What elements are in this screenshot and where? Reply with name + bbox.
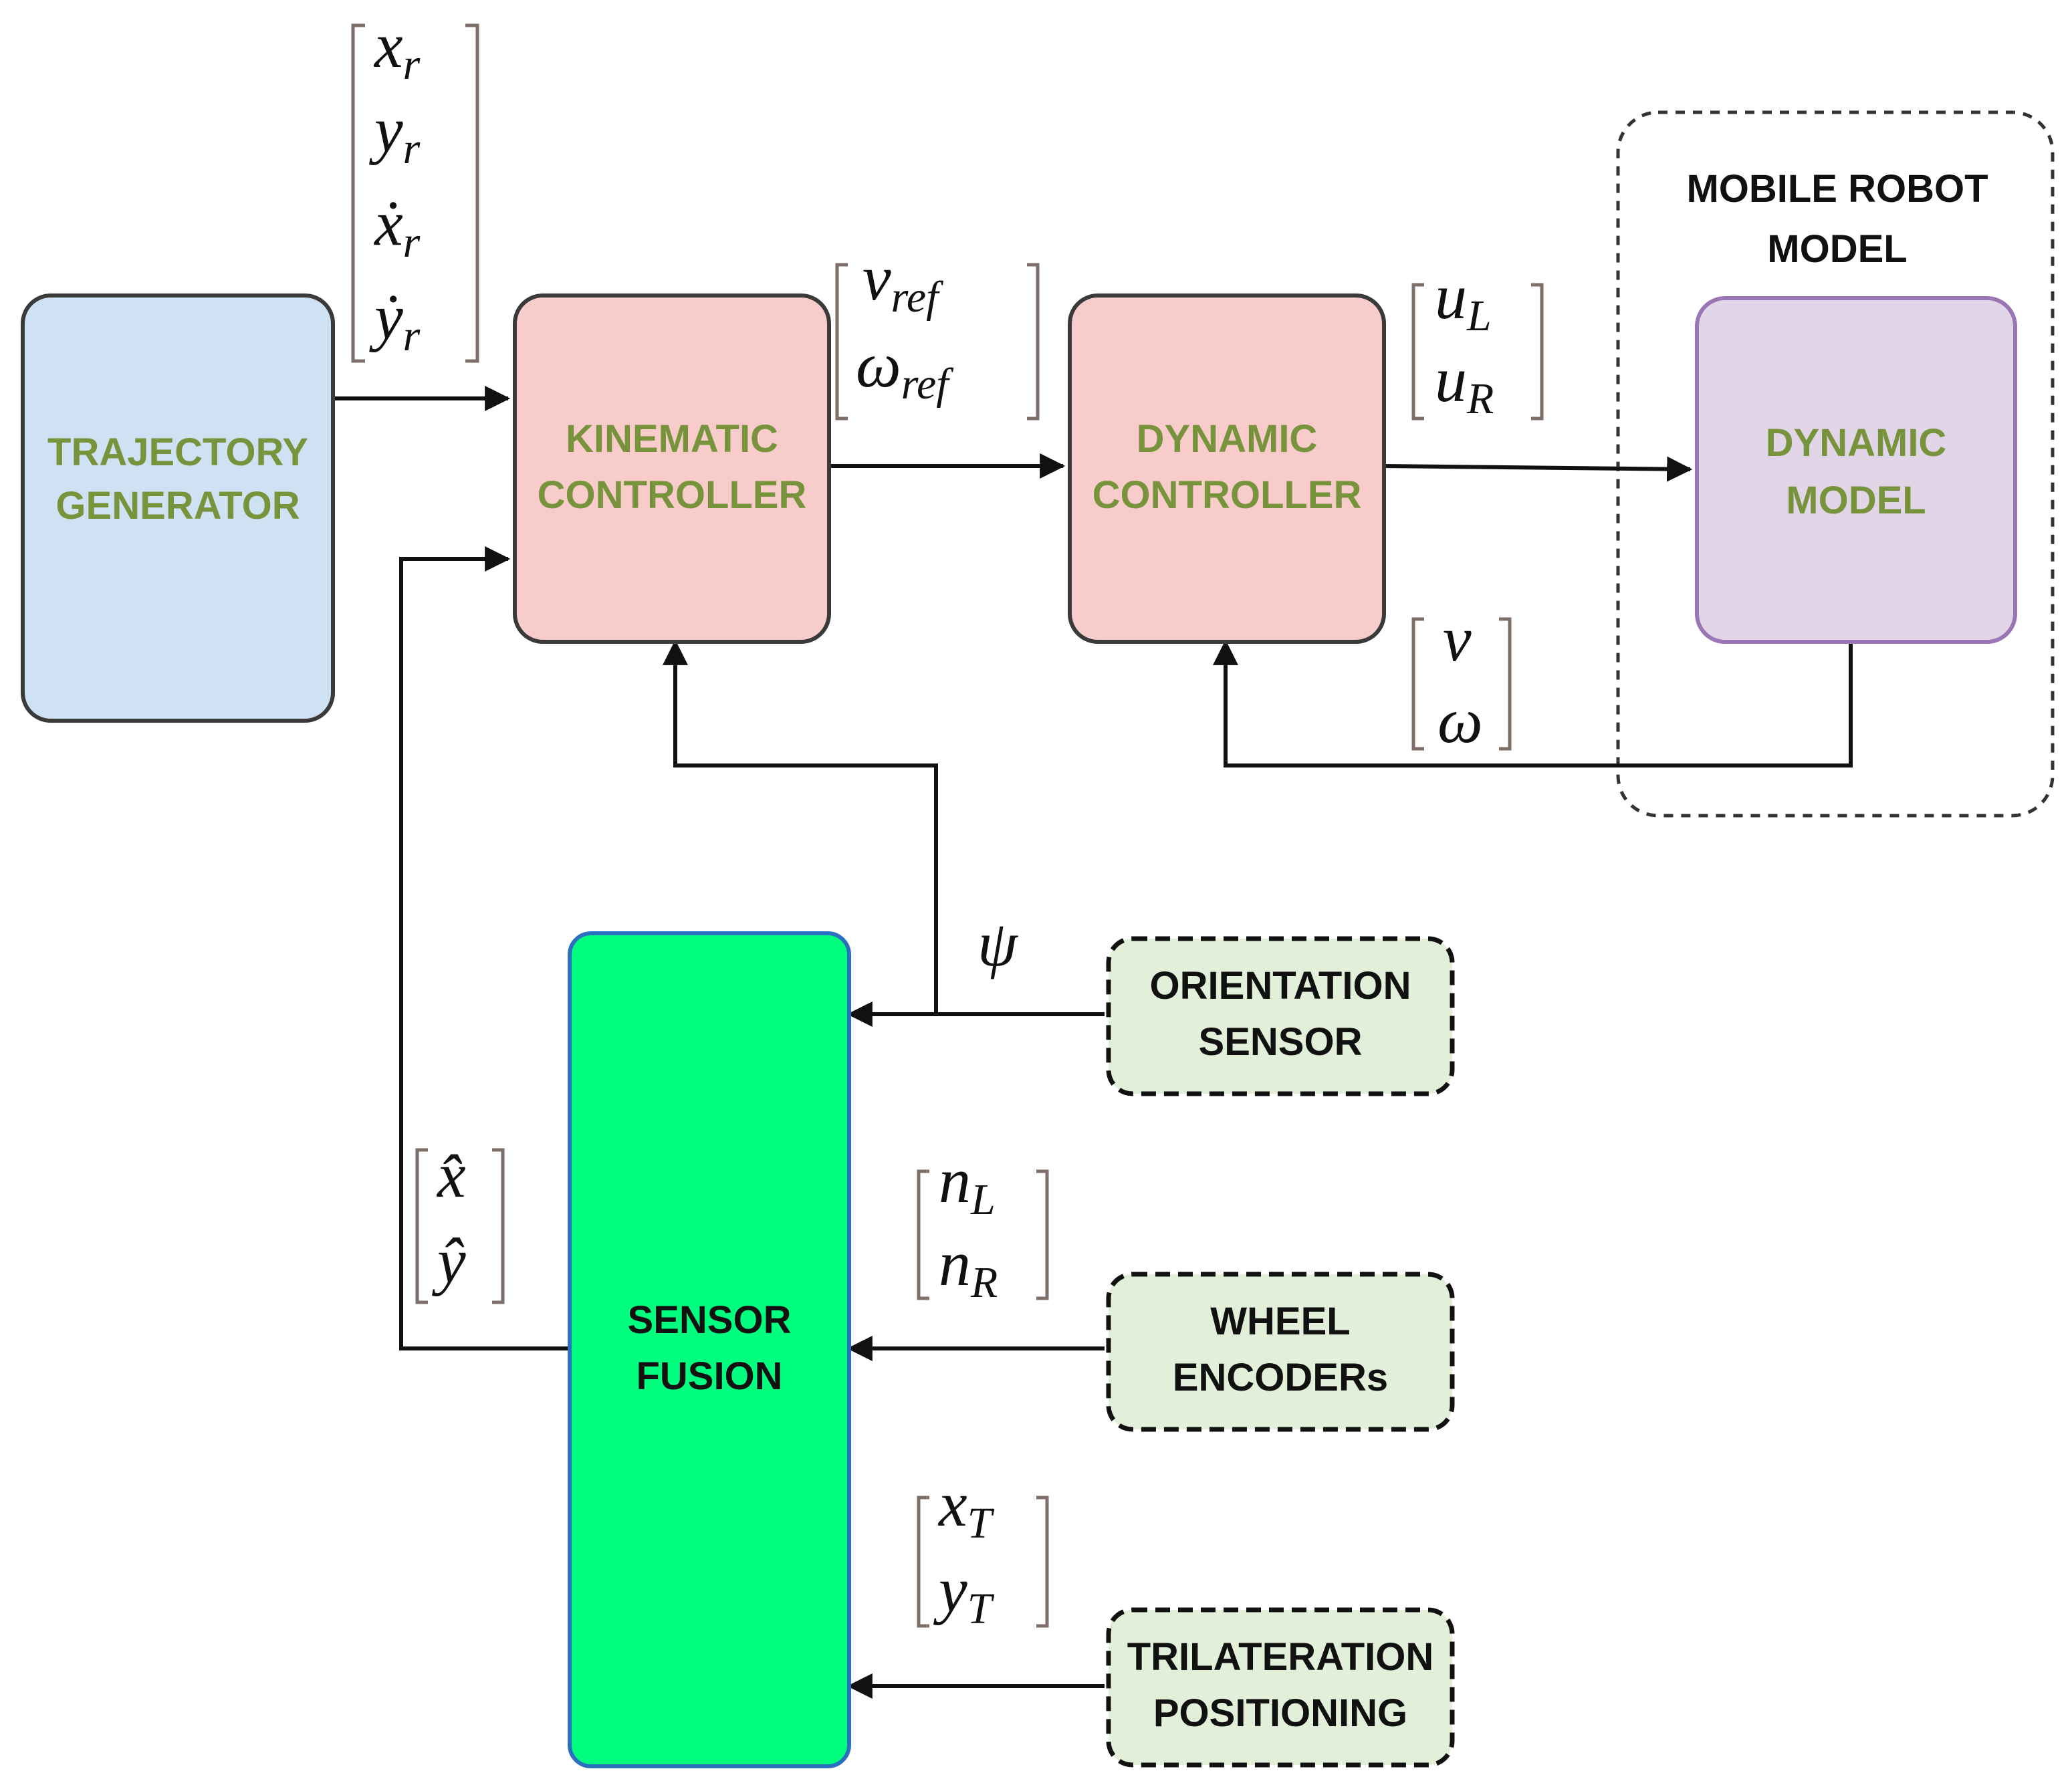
- control-inputs-label: uL uR: [1411, 261, 1544, 423]
- signal-wires: [333, 386, 1853, 1699]
- dynamic-controller-box: [1068, 293, 1386, 644]
- dynamic-controller-label-line2: CONTROLLER: [1092, 473, 1362, 517]
- reference-vector-right-bracket: [465, 23, 479, 363]
- trajectory-generator-box: [21, 293, 335, 723]
- velocity-feedback-row2: ω: [1437, 685, 1483, 756]
- encoder-counts-row1: nL: [939, 1145, 996, 1224]
- velocity-feedback-row1: v: [1443, 603, 1472, 675]
- mobile-robot-model-title-line1: MOBILE ROBOT: [1686, 167, 1988, 211]
- dynamic-model-label-line2: MODEL: [1786, 479, 1926, 522]
- trilateration-positioning-label-line2: POSITIONING: [1153, 1691, 1407, 1735]
- wire-dynamic-controller-to-model: [1383, 456, 1693, 482]
- mobile-robot-model-group: MOBILE ROBOT MODEL: [1616, 110, 2055, 818]
- velocity-reference-row1: vref: [862, 242, 943, 322]
- encoder-counts-left-bracket: [917, 1169, 929, 1300]
- trilateration-position-row2: yT: [933, 1554, 995, 1633]
- wheel-encoders-box: [1106, 1272, 1455, 1432]
- velocity-reference-right-bracket: [1027, 263, 1040, 421]
- encoder-counts-row2: nR: [939, 1227, 998, 1307]
- wheel-encoders-label-line2: ENCODERs: [1173, 1356, 1388, 1399]
- trilateration-position-row1: xT: [937, 1468, 995, 1548]
- reference-vector-label: xr yr ẋr ẏr: [351, 9, 479, 363]
- orientation-signal-label: ψ: [977, 908, 1018, 979]
- control-inputs-row1: uL: [1435, 261, 1492, 340]
- dynamic-model-box: [1695, 296, 2017, 644]
- kinematic-controller-box: [513, 293, 831, 644]
- position-estimate-label: x̂ ŷ: [415, 1139, 505, 1304]
- control-inputs-row2: uR: [1435, 344, 1494, 423]
- mobile-robot-model-title-line2: MODEL: [1767, 227, 1907, 271]
- dynamic-controller-label-line1: DYNAMIC: [1137, 417, 1318, 461]
- velocity-feedback-label: v ω: [1411, 603, 1512, 756]
- reference-row1: xr: [373, 9, 421, 89]
- orientation-sensor-block: ORIENTATION SENSOR: [1106, 936, 1455, 1096]
- trilateration-position-label: xT yT: [917, 1468, 1049, 1633]
- wheel-encoders-block: WHEEL ENCODERs: [1106, 1272, 1455, 1432]
- reference-row3: ẋr: [374, 187, 421, 267]
- trilateration-positioning-label-line1: TRILATERATION: [1127, 1635, 1434, 1679]
- encoder-counts-right-bracket: [1036, 1169, 1049, 1300]
- dynamic-model-label-line1: DYNAMIC: [1766, 421, 1947, 465]
- wire-fusion-to-kinematic: [399, 546, 570, 1350]
- kinematic-controller-label-line1: KINEMATIC: [566, 417, 778, 461]
- position-estimate-right-bracket: [492, 1148, 505, 1304]
- kinematic-controller-label-line2: CONTROLLER: [538, 473, 807, 517]
- dynamic-controller-block: DYNAMIC CONTROLLER: [1068, 293, 1386, 644]
- wire-velocity-feedback: [1213, 639, 1853, 767]
- trilateration-position-right-bracket: [1036, 1496, 1049, 1628]
- sensor-fusion-label-line1: SENSOR: [628, 1298, 792, 1342]
- trilateration-position-left-bracket: [917, 1496, 929, 1628]
- sensor-fusion-box: [568, 931, 851, 1768]
- trajectory-generator-label-line1: TRAJECTORY: [47, 431, 308, 474]
- sensor-fusion-block: SENSOR FUSION: [568, 931, 851, 1768]
- velocity-reference-label: vref ωref: [835, 242, 1040, 421]
- trajectory-generator-block: TRAJECTORY GENERATOR: [21, 293, 335, 723]
- reference-vector-left-bracket: [351, 23, 365, 363]
- kinematic-controller-block: KINEMATIC CONTROLLER: [513, 293, 831, 644]
- wheel-encoders-label-line1: WHEEL: [1210, 1300, 1350, 1343]
- velocity-reference-row2: ωref: [856, 329, 953, 408]
- velocity-feedback-right-bracket: [1499, 617, 1512, 751]
- reference-row2: yr: [368, 94, 421, 173]
- control-inputs-left-bracket: [1411, 283, 1424, 421]
- sensor-fusion-label-line2: FUSION: [636, 1354, 782, 1398]
- wire-orientation-to-kinematic: [663, 639, 938, 1014]
- velocity-reference-left-bracket: [835, 263, 848, 421]
- mobile-robot-model-boundary: [1616, 110, 2055, 818]
- orientation-sensor-box: [1106, 936, 1455, 1096]
- velocity-feedback-left-bracket: [1411, 617, 1424, 751]
- orientation-sensor-label-line2: SENSOR: [1199, 1020, 1363, 1064]
- position-estimate-row2: ŷ: [431, 1225, 466, 1296]
- trilateration-positioning-box: [1106, 1607, 1455, 1768]
- reference-row4: ẏr: [369, 281, 421, 360]
- dynamic-model-block: DYNAMIC MODEL: [1695, 296, 2017, 644]
- trilateration-positioning-block: TRILATERATION POSITIONING: [1106, 1607, 1455, 1768]
- encoder-counts-label: nL nR: [917, 1145, 1049, 1307]
- trajectory-generator-label-line2: GENERATOR: [55, 484, 300, 527]
- control-inputs-right-bracket: [1531, 283, 1544, 421]
- position-estimate-row1: x̂: [436, 1139, 466, 1211]
- orientation-sensor-label-line1: ORIENTATION: [1150, 964, 1411, 1008]
- position-estimate-left-bracket: [415, 1148, 428, 1304]
